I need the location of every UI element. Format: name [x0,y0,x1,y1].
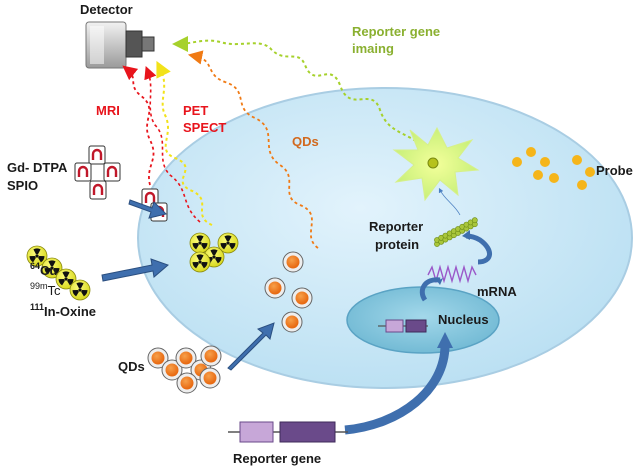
emission-arrow [438,187,461,216]
radiation-trefoil [41,257,63,279]
probe-bound-icon [427,157,439,169]
gene-delivery-arrow [344,344,450,435]
quantum-dot [200,345,222,367]
reporter-signal-path [172,35,431,161]
quantum-dot [199,367,221,389]
pet-spect-signal-path-2 [144,66,201,223]
gd-dtpa-label: Gd- DTPA [7,160,68,175]
delivery-arrows [101,199,275,371]
cu64-label: 64Cu [30,261,58,278]
qds-label: QDs [118,359,145,374]
pet-spect-signal-path-1 [156,60,213,226]
spio-label: SPIO [7,178,39,193]
nucleus-label: Nucleus [438,312,489,327]
qds-path-label: QDs [292,134,319,149]
quantum-dot-icon [147,251,313,394]
mri-contrast-icon [74,145,168,222]
cell-membrane [137,87,633,389]
radiation-trefoil [26,245,48,267]
probe-label: Probe [596,163,633,178]
reporter-imaging-label-2: imaing [352,41,394,56]
mri-contrast [89,180,107,200]
probe-dot-icon [512,147,595,190]
quantum-dot [161,359,183,381]
mrna-label: mRNA [477,284,517,299]
quantum-dot [281,311,303,333]
quantum-dot [176,372,198,394]
in111-label: 111In-Oxine [30,302,97,319]
spect-label: SPECT [183,120,227,135]
quantum-dot [282,251,304,273]
transcription-arrow [419,277,441,302]
gene-delivery-arrow-head [437,332,453,348]
nucleus-gene-construct [378,319,428,333]
pet-label: PET [183,103,209,118]
detector-label: Detector [80,2,133,17]
radiation-trefoil [189,251,211,273]
mri-contrast [88,145,106,165]
translation-arrow-head [462,230,470,240]
mri-signal-path [122,65,155,186]
camera-detector-icon [85,21,155,69]
reporter-protein-label-1: Reporter [369,219,424,234]
reporter-imaging-label-1: Reporter gene [352,24,441,39]
qds-signal-path [187,50,319,249]
mri-label: MRI [96,103,120,118]
reporter-gene-construct [228,421,348,443]
reporter-protein-label-2: protein [375,237,420,252]
reporter-gene-label: Reporter gene [233,451,322,466]
radiation-trefoil [217,232,239,254]
tc99m-label: 99mTc [30,281,61,298]
quantum-dot [147,347,169,369]
quantum-dot [264,277,286,299]
quantum-dot [175,347,197,369]
radiation-trefoil-icon [26,232,239,301]
transcription-arrow-head [437,278,443,285]
quantum-dot [291,287,313,309]
mri-contrast [103,162,121,182]
mri-contrast [74,162,92,182]
radiation-trefoil [69,279,91,301]
radiation-trefoil [55,268,77,290]
reporter-protein-icon [434,217,478,247]
